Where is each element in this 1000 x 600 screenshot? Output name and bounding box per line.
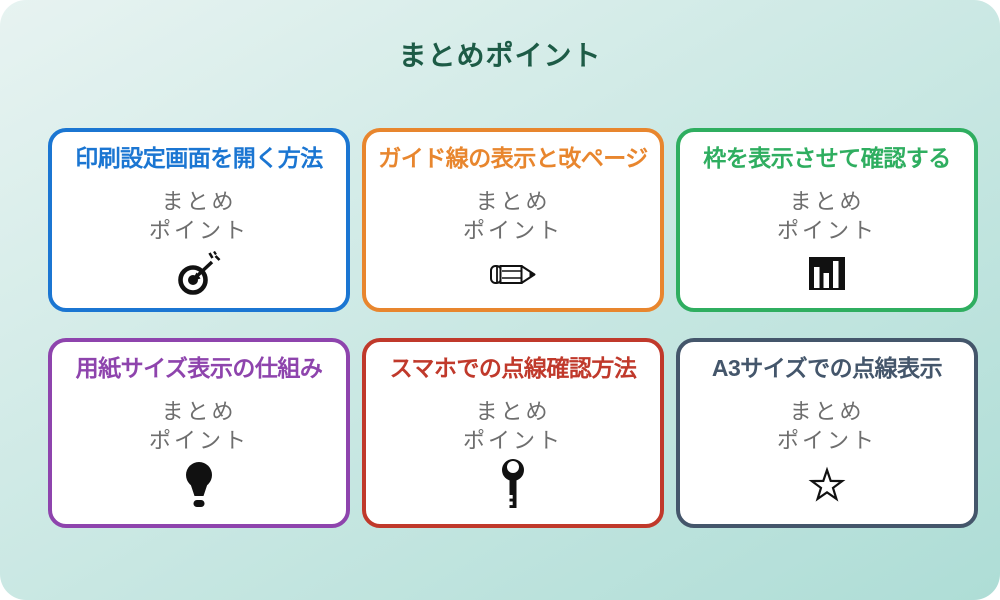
- lightbulb-icon: [183, 458, 215, 512]
- summary-card-smartphone-check: スマホでの点線確認方法 まとめ ポイント: [362, 338, 664, 528]
- card-body: まとめ ポイント: [149, 397, 249, 455]
- card-title: スマホでの点線確認方法: [389, 355, 637, 381]
- star-icon: [808, 458, 846, 512]
- key-icon: [499, 458, 527, 512]
- summary-card-paper-size: 用紙サイズ表示の仕組み まとめ ポイント: [48, 338, 350, 528]
- card-body-line: ポイント: [148, 217, 249, 243]
- summary-card-guide-lines: ガイド線の表示と改ページ まとめ ポイント: [362, 128, 664, 312]
- card-body: まとめ ポイント: [463, 187, 563, 245]
- card-body-line: まとめ: [789, 398, 865, 424]
- card-body-line: ポイント: [148, 427, 249, 453]
- card-title: ガイド線の表示と改ページ: [378, 145, 648, 171]
- page-title: まとめポイント: [398, 40, 602, 71]
- card-title: 用紙サイズ表示の仕組み: [75, 355, 323, 381]
- card-body-line: まとめ: [475, 398, 551, 424]
- card-body: まとめ ポイント: [463, 397, 563, 455]
- card-body-line: ポイント: [776, 217, 877, 243]
- card-body-line: まとめ: [789, 188, 865, 214]
- card-body: まとめ ポイント: [777, 187, 877, 245]
- card-grid: 印刷設定画面を開く方法 まとめ ポイント ガイド線の表示と改ページ: [48, 128, 978, 528]
- card-title: 印刷設定画面を開く方法: [75, 145, 323, 171]
- summary-card-print-settings: 印刷設定画面を開く方法 まとめ ポイント: [48, 128, 350, 312]
- card-title: A3サイズでの点線表示: [711, 355, 943, 381]
- card-body-line: まとめ: [161, 188, 237, 214]
- pencil-icon: [489, 248, 537, 302]
- card-body: まとめ ポイント: [149, 187, 249, 245]
- card-body: まとめ ポイント: [777, 397, 877, 455]
- target-icon: [176, 248, 222, 302]
- card-body-line: ポイント: [462, 217, 563, 243]
- card-body-line: まとめ: [161, 398, 237, 424]
- card-title: 枠を表示させて確認する: [703, 145, 951, 171]
- card-body-line: ポイント: [462, 427, 563, 453]
- card-body-line: まとめ: [475, 188, 551, 214]
- summary-card-show-frame: 枠を表示させて確認する まとめ ポイント: [676, 128, 978, 312]
- summary-card-a3-dotted-line: A3サイズでの点線表示 まとめ ポイント: [676, 338, 978, 528]
- card-body-line: ポイント: [776, 427, 877, 453]
- bar-chart-icon: [808, 248, 846, 302]
